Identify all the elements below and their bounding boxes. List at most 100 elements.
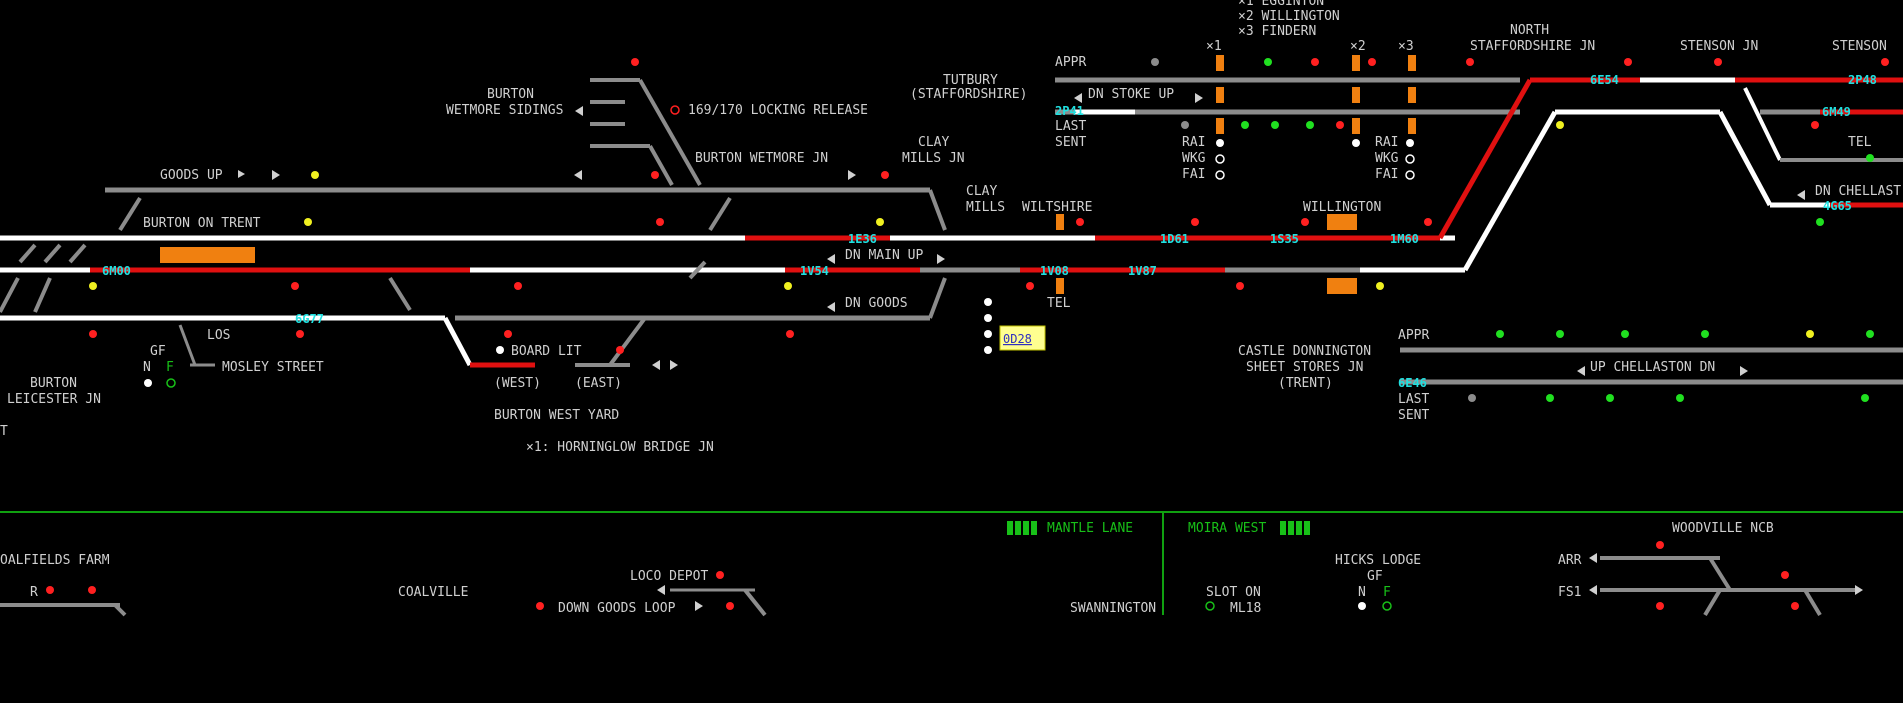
berth-6e46[interactable]: 6E46 — [1398, 376, 1427, 390]
signal-head-icon[interactable] — [651, 171, 659, 179]
berth-1v87[interactable]: 1V87 — [1128, 264, 1157, 278]
label-goods-up: GOODS UP — [160, 168, 223, 183]
signal-head-icon[interactable] — [1271, 121, 1279, 129]
signal-head-icon[interactable] — [631, 58, 639, 66]
berth-6m49[interactable]: 6M49 — [1822, 105, 1851, 119]
signal-head-icon[interactable] — [304, 218, 312, 226]
signal-head-icon[interactable] — [1556, 121, 1564, 129]
track-woodville-4 — [1703, 588, 1722, 617]
signal-head-icon[interactable] — [1311, 58, 1319, 66]
signal-head-icon[interactable] — [1236, 282, 1244, 290]
signal-head-icon[interactable] — [716, 571, 724, 579]
signal-head-icon[interactable] — [296, 330, 304, 338]
signal-head-icon[interactable] — [1701, 330, 1709, 338]
berth-4g65[interactable]: 4G65 — [1823, 199, 1852, 213]
labels-layer: ×1 EGGINTON ×2 WILLINGTON ×3 FINDERN BUR… — [0, 0, 1901, 455]
signal-head-icon[interactable] — [1026, 282, 1034, 290]
lamp-indicator-icon — [984, 298, 992, 306]
signal-head-icon[interactable] — [291, 282, 299, 290]
signal-head-icon[interactable] — [1336, 121, 1344, 129]
berth-6m00[interactable]: 6M00 — [102, 264, 131, 278]
block-x1-c — [1216, 118, 1224, 134]
signal-head-icon[interactable] — [536, 602, 544, 610]
signal-head-icon[interactable] — [876, 218, 884, 226]
berth-1v08[interactable]: 1V08 — [1040, 264, 1069, 278]
signal-head-icon[interactable] — [1301, 218, 1309, 226]
signal-head-icon[interactable] — [1816, 218, 1824, 226]
berth-1s35[interactable]: 1S35 — [1270, 232, 1299, 246]
block-wiltshire — [1056, 214, 1064, 230]
signal-head-icon[interactable] — [1376, 282, 1384, 290]
berth-6g77[interactable]: 6G77 — [295, 312, 324, 326]
signal-head-icon[interactable] — [1656, 602, 1664, 610]
berth-1e36[interactable]: 1E36 — [848, 232, 877, 246]
signal-head-icon[interactable] — [514, 282, 522, 290]
signal-head-icon[interactable] — [1306, 121, 1314, 129]
signal-head-icon[interactable] — [1191, 218, 1199, 226]
signal-head-icon[interactable] — [1546, 394, 1554, 402]
block-tel — [1056, 278, 1064, 294]
signal-head-icon[interactable] — [1811, 121, 1819, 129]
label-north-staffs-1: NORTH — [1510, 23, 1549, 38]
signal-head-icon[interactable] — [1714, 58, 1722, 66]
signal-head-icon[interactable] — [311, 171, 319, 179]
signal-head-icon[interactable] — [1424, 218, 1432, 226]
signal-head-icon[interactable] — [726, 602, 734, 610]
signal-head-icon[interactable] — [656, 218, 664, 226]
mantle-lane-marker[interactable]: MANTLE LANE — [1007, 521, 1133, 536]
signal-head-icon[interactable] — [1496, 330, 1504, 338]
signal-head-icon[interactable] — [1151, 58, 1159, 66]
signal-head-icon[interactable] — [1606, 394, 1614, 402]
berth-6e54[interactable]: 6E54 — [1590, 73, 1619, 87]
signal-head-icon[interactable] — [1791, 602, 1799, 610]
arrow-right-icon — [272, 170, 280, 180]
label-east: (EAST) — [575, 376, 622, 391]
signal-head-icon[interactable] — [1624, 58, 1632, 66]
signal-head-icon[interactable] — [89, 330, 97, 338]
berth-1m60[interactable]: 1M60 — [1390, 232, 1419, 246]
signal-head-icon[interactable] — [1656, 541, 1664, 549]
signal-head-icon[interactable] — [88, 586, 96, 594]
lamp-indicator-icon — [1216, 139, 1224, 147]
signal-head-icon[interactable] — [1181, 121, 1189, 129]
signal-head-icon[interactable] — [1241, 121, 1249, 129]
signal-head-icon[interactable] — [1861, 394, 1869, 402]
label-last-top: LAST — [1055, 119, 1086, 134]
signal-head-icon[interactable] — [89, 282, 97, 290]
signal-head-icon[interactable] — [786, 330, 794, 338]
signal-head-icon[interactable] — [1556, 330, 1564, 338]
signal-head-icon[interactable] — [1076, 218, 1084, 226]
signal-head-icon[interactable] — [1881, 58, 1889, 66]
berth-1d61[interactable]: 1D61 — [1160, 232, 1189, 246]
note-willington: ×2 WILLINGTON — [1238, 9, 1340, 24]
signal-head-icon[interactable] — [1621, 330, 1629, 338]
signal-head-icon[interactable] — [1866, 330, 1874, 338]
label-moira-west: MOIRA WEST — [1188, 521, 1266, 536]
signal-head-icon[interactable] — [1368, 58, 1376, 66]
block-willington-dn — [1327, 278, 1357, 294]
train-tag-box[interactable] — [999, 325, 1046, 351]
signal-head-icon[interactable] — [881, 171, 889, 179]
signal-head-icon[interactable] — [1806, 330, 1814, 338]
signal-head-icon[interactable] — [1866, 154, 1874, 162]
signal-head-icon[interactable] — [504, 330, 512, 338]
label-fs1: FS1 — [1558, 585, 1581, 600]
arrow-right-icon — [1195, 93, 1203, 103]
berth-2p41[interactable]: 2P41 — [1055, 104, 1084, 118]
berth-2p48[interactable]: 2P48 — [1848, 73, 1877, 87]
label-tutbury-1: TUTBURY — [943, 73, 998, 88]
signal-head-icon[interactable] — [1781, 571, 1789, 579]
block-x2-a — [1352, 55, 1360, 71]
track-xover-8 — [928, 189, 947, 231]
berth-1v54[interactable]: 1V54 — [800, 264, 829, 278]
signal-head-icon[interactable] — [46, 586, 54, 594]
label-burton-wetmore-jn: BURTON WETMORE JN — [695, 151, 828, 166]
moira-west-marker[interactable]: MOIRA WEST — [1188, 521, 1310, 536]
train-tag-text[interactable]: 0D28 — [1003, 332, 1032, 346]
signal-head-icon[interactable] — [616, 346, 624, 354]
signal-head-icon[interactable] — [1468, 394, 1476, 402]
signal-head-icon[interactable] — [1466, 58, 1474, 66]
signal-head-icon[interactable] — [784, 282, 792, 290]
signal-head-icon[interactable] — [1264, 58, 1272, 66]
signal-head-icon[interactable] — [1676, 394, 1684, 402]
